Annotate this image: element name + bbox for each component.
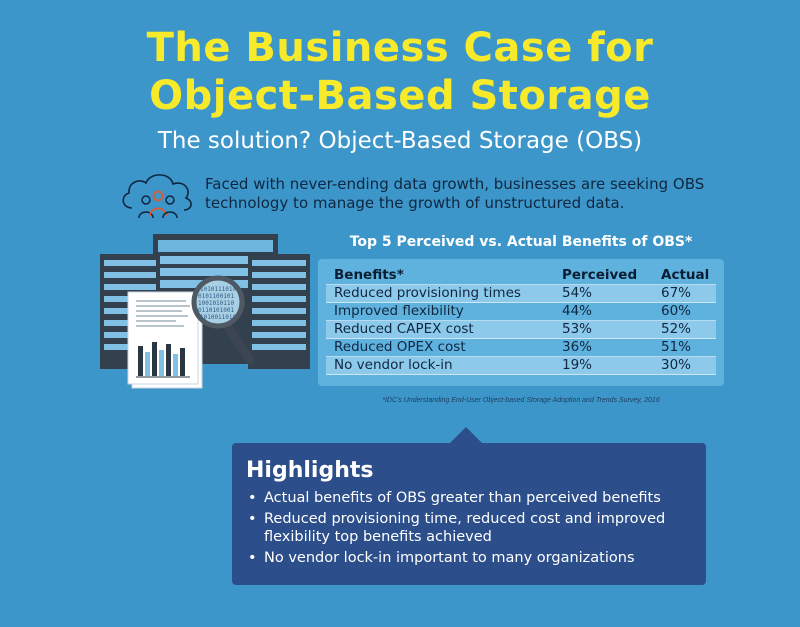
- list-item: • Actual benefits of OBS greater than pe…: [246, 489, 692, 507]
- benefit-name: Reduced OPEX cost: [334, 339, 466, 355]
- table-row: Reduced provisioning times 54% 67%: [326, 285, 716, 303]
- highlights-box: Highlights • Actual benefits of OBS grea…: [232, 443, 706, 585]
- bullet-icon: •: [248, 490, 257, 506]
- perceived-value: 44%: [562, 303, 593, 319]
- perceived-value: 36%: [562, 339, 593, 355]
- binary-line: 0110101001: [198, 307, 235, 314]
- binary-line: 1010011010: [200, 314, 237, 321]
- benefit-name: Improved flexibility: [334, 303, 464, 319]
- actual-value: 60%: [661, 303, 692, 319]
- bullet-icon: •: [248, 511, 257, 527]
- benefits-table: Benefits* Perceived Actual Reduced provi…: [318, 259, 724, 386]
- benefit-name: Reduced provisioning times: [334, 285, 521, 301]
- page-title: The Business Case for Object-Based Stora…: [0, 24, 800, 120]
- actual-value: 67%: [661, 285, 692, 301]
- benefit-name: No vendor lock-in: [334, 357, 453, 373]
- header-perceived: Perceived: [562, 267, 638, 283]
- table-row: No vendor lock-in 19% 30%: [326, 357, 716, 375]
- callout-pointer: [450, 427, 482, 443]
- actual-value: 30%: [661, 357, 692, 373]
- binary-line: 1001010110: [198, 300, 235, 307]
- highlights-title: Highlights: [246, 458, 374, 483]
- highlights-list: • Actual benefits of OBS greater than pe…: [246, 489, 692, 567]
- header-actual: Actual: [661, 267, 710, 283]
- perceived-value: 54%: [562, 285, 593, 301]
- intro-text: Faced with never-ending data growth, bus…: [205, 175, 705, 212]
- benefit-name: Reduced CAPEX cost: [334, 321, 474, 337]
- header-benefits: Benefits*: [334, 267, 404, 283]
- table-row: Reduced OPEX cost 36% 51%: [326, 339, 716, 357]
- bullet-icon: •: [248, 550, 257, 566]
- highlight-text: Reduced provisioning time, reduced cost …: [264, 511, 666, 545]
- table-footnote: *IDC's Understanding End-User Object-bas…: [382, 397, 660, 404]
- server-report-illustration: 1010111010 0101100101 1001010110 0110101…: [100, 234, 310, 389]
- table-row: Improved flexibility 44% 60%: [326, 303, 716, 321]
- list-item: • Reduced provisioning time, reduced cos…: [246, 510, 692, 546]
- list-item: • No vendor lock-in important to many or…: [246, 549, 692, 567]
- highlight-text: Actual benefits of OBS greater than perc…: [264, 490, 661, 506]
- perceived-value: 19%: [562, 357, 593, 373]
- table-header-row: Benefits* Perceived Actual: [326, 267, 716, 285]
- actual-value: 51%: [661, 339, 692, 355]
- page-subtitle: The solution? Object-Based Storage (OBS): [157, 128, 643, 154]
- actual-value: 52%: [661, 321, 692, 337]
- highlight-text: No vendor lock-in important to many orga…: [264, 550, 635, 566]
- title-line-2: Object-Based Storage: [149, 73, 651, 119]
- binary-line: 1010111010: [200, 286, 237, 293]
- benefits-table-title: Top 5 Perceived vs. Actual Benefits of O…: [349, 234, 693, 250]
- cloud-people-icon: [122, 174, 192, 219]
- title-line-1: The Business Case for: [146, 25, 654, 71]
- binary-line: 0101100101: [198, 293, 235, 300]
- perceived-value: 53%: [562, 321, 593, 337]
- table-row: Reduced CAPEX cost 53% 52%: [326, 321, 716, 339]
